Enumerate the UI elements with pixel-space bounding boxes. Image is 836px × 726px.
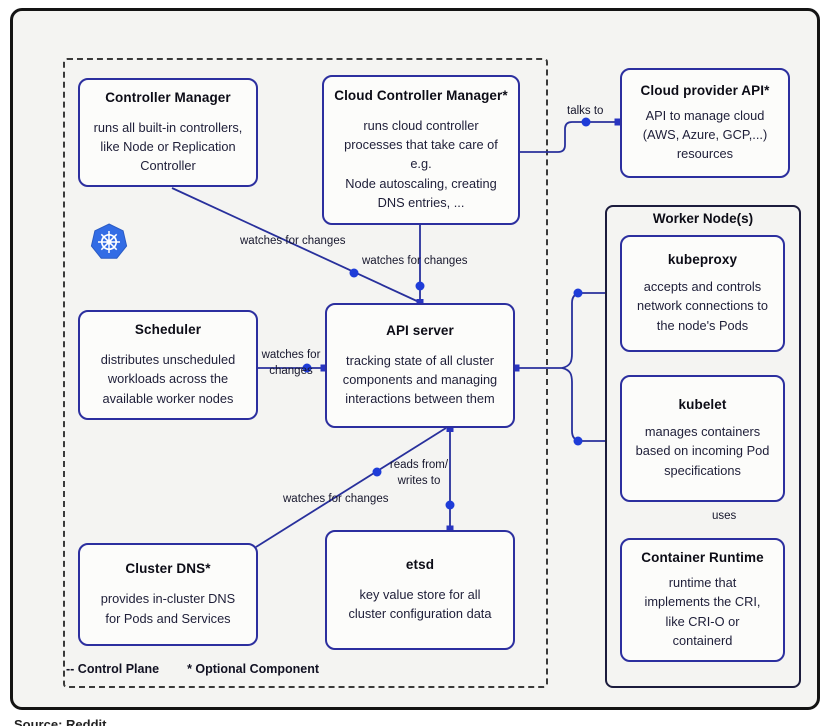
scheduler-description: distributes unscheduled workloads across…: [100, 352, 236, 406]
container-runtime-node: Container Runtime runtime that implement…: [620, 538, 785, 662]
container-runtime-description: runtime that implements the CRI, like CR…: [644, 575, 761, 648]
legend-optional-component: * Optional Component: [187, 662, 319, 676]
cloud-controller-manager-node: Cloud Controller Manager* runs cloud con…: [322, 75, 520, 225]
edge-label-ccm-watches-for-changes: watches for changes: [362, 255, 468, 267]
cloud-controller-manager-description: runs cloud controller processes that tak…: [344, 118, 498, 210]
api-server-node: API server tracking state of all cluster…: [325, 303, 515, 428]
controller-manager-title: Controller Manager: [105, 89, 231, 105]
scheduler-node: Scheduler distributes unscheduled worklo…: [78, 310, 258, 420]
controller-manager-description: runs all built-in controllers, like Node…: [93, 119, 243, 174]
cloud-provider-api-description: API to manage cloud (AWS, Azure, GCP,...…: [642, 107, 768, 162]
kubeproxy-node: kubeproxy accepts and controls network c…: [620, 235, 785, 352]
edge-label-talks-to: talks to: [567, 105, 604, 117]
api-server-description: tracking state of all cluster components…: [342, 352, 498, 407]
controller-manager-node: Controller Manager runs all built-in con…: [78, 78, 258, 187]
control-plane-boundary: [63, 58, 548, 688]
edge-label-cm-watches-for-changes: watches for changes: [240, 235, 346, 247]
edge-label-dns-watches-for-changes: watches for changes: [283, 493, 389, 505]
etsd-description: key value store for all cluster configur…: [348, 586, 492, 621]
cloud-provider-api-title: Cloud provider API*: [640, 82, 770, 98]
kubernetes-logo-icon: [90, 223, 128, 259]
etsd-title: etsd: [405, 556, 435, 572]
legend: -- Control Plane * Optional Component: [66, 662, 319, 676]
legend-control-plane: -- Control Plane: [66, 662, 160, 676]
scheduler-title: Scheduler: [134, 322, 202, 338]
kubelet-description: manages containers based on incoming Pod…: [635, 424, 770, 478]
cluster-dns-description: provides in-cluster DNS for Pods and Ser…: [100, 591, 236, 626]
cloud-provider-api-node: Cloud provider API* API to manage cloud …: [620, 68, 790, 178]
etsd-node: etsd key value store for all cluster con…: [325, 530, 515, 650]
kubelet-node: kubelet manages containers based on inco…: [620, 375, 785, 502]
kubeproxy-description: accepts and controls network connections…: [637, 279, 768, 333]
edge-label-scheduler-watches-for-changes: watches for changes: [261, 349, 321, 377]
kubeproxy-title: kubeproxy: [667, 252, 738, 268]
edge-label-uses: uses: [712, 510, 737, 522]
api-server-title: API server: [386, 322, 454, 338]
cluster-dns-title: Cluster DNS*: [125, 561, 211, 577]
cloud-controller-manager-title: Cloud Controller Manager*: [334, 88, 508, 104]
edge-label-reads-from-writes-to: reads from/ writes to: [389, 459, 449, 487]
cluster-dns-node: Cluster DNS* provides in-cluster DNS for…: [78, 543, 258, 646]
worker-nodes-title: Worker Node(s): [652, 211, 754, 226]
kubelet-title: kubelet: [678, 397, 727, 413]
container-runtime-title: Container Runtime: [641, 550, 764, 566]
source-caption: Source: Reddit: [14, 717, 107, 726]
